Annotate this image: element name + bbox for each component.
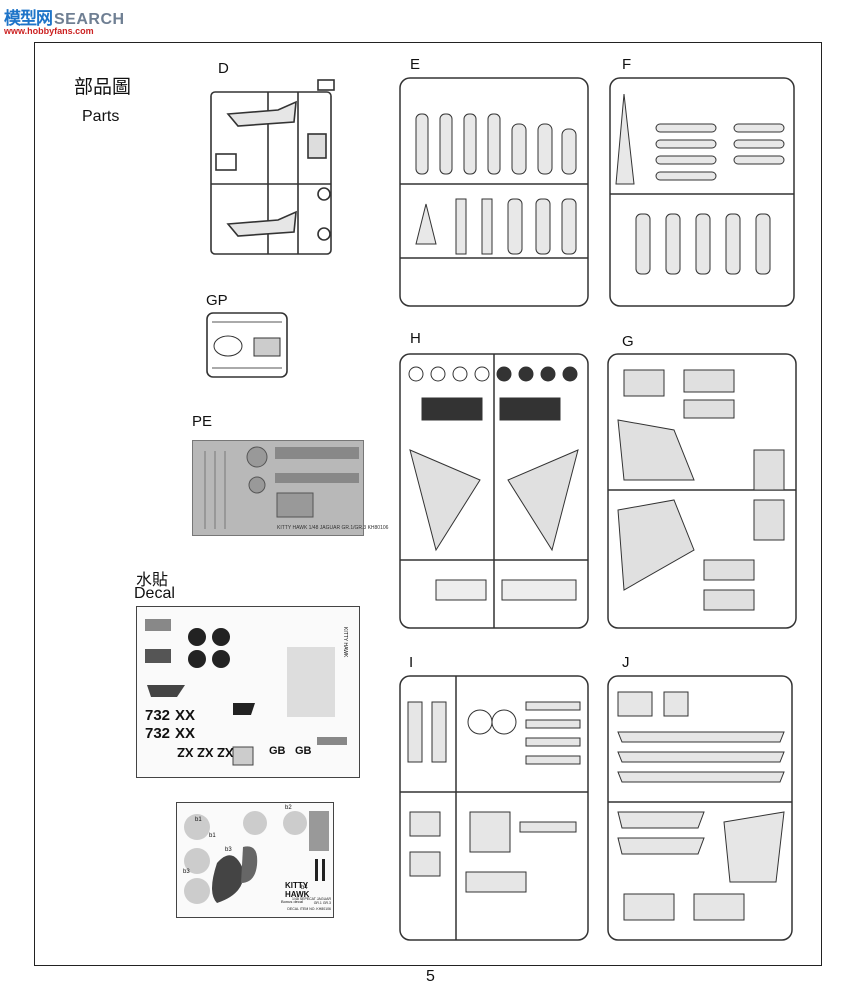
sprue-f xyxy=(609,77,795,307)
bonus-label: Bonus decal xyxy=(281,899,304,904)
bonus-product-line: 1/48 SEPECAT JAGUAR GR.1 GR.3 xyxy=(292,897,331,905)
sprue-d xyxy=(210,79,335,255)
decal-sheet: 732 XX 732 XX KITTY HAWK XZ XZ XZ GB GB xyxy=(136,606,360,778)
sprue-g xyxy=(607,353,797,629)
label-decal-en: Decal xyxy=(134,585,175,602)
decal-code-4: XX xyxy=(175,725,196,742)
label-i: I xyxy=(409,654,414,671)
bonus-code-b2: b2 xyxy=(285,805,292,811)
sprue-j xyxy=(607,675,793,941)
bonus-code-b3b: b3 xyxy=(183,869,190,875)
decal-graphics xyxy=(145,619,347,766)
decal-vertical-2: XZ xyxy=(197,745,214,760)
label-gp: GP xyxy=(206,292,228,309)
page-frame xyxy=(34,42,822,966)
bonus-code-b3a: b3 xyxy=(225,847,232,853)
watermark-en: SEARCH xyxy=(54,11,125,28)
label-g: G xyxy=(622,333,634,350)
label-decal-cn: 水貼 xyxy=(136,570,169,589)
watermark: 模型网 SEARCH www.hobbyfans.com xyxy=(4,4,125,36)
watermark-cn: 模型网 xyxy=(4,9,53,29)
label-d: D xyxy=(218,60,229,77)
decal-code-3: 732 xyxy=(145,725,171,742)
sprue-gp xyxy=(206,312,288,378)
sprue-i xyxy=(399,675,589,941)
bonus-decal-graphics xyxy=(184,811,329,904)
bonus-brand: KITTY HAWK xyxy=(285,881,310,899)
sprue-e xyxy=(399,77,589,307)
label-pe: PE xyxy=(192,413,213,430)
pe-detail xyxy=(204,446,359,529)
decal-code-2: XX xyxy=(175,707,196,724)
decal-vertical-1: XZ xyxy=(177,745,194,760)
title-en: Parts xyxy=(82,108,120,125)
label-e: E xyxy=(410,56,421,73)
bonus-code-b1a: b1 xyxy=(195,817,202,823)
bonus-decal-no: DECAL ITEM NO. KH80106 xyxy=(287,907,331,911)
watermark-url: www.hobbyfans.com xyxy=(4,26,94,36)
title-cn: 部品圖 xyxy=(74,76,132,98)
decal-gb-2: GB xyxy=(295,745,312,757)
bonus-code-b1b: b1 xyxy=(209,833,216,839)
sprue-h xyxy=(399,353,589,629)
bonus-decal-sheet: KITTY HAWK b1 b1 b2 b3 b3 b4 Bonus decal… xyxy=(176,802,334,918)
decal-gb-1: GB xyxy=(269,745,286,757)
page-number: 5 xyxy=(426,968,435,985)
pe-sheet: KITTY HAWK 1/48 JAGUAR GR.1/GR.3 KH80106 xyxy=(192,440,388,536)
label-f: F xyxy=(622,56,632,73)
label-h: H xyxy=(410,330,421,347)
decal-brand: KITTY HAWK xyxy=(342,627,348,658)
pe-text: KITTY HAWK 1/48 JAGUAR GR.1/GR.3 KH80106 xyxy=(277,525,389,531)
bonus-code-b4: b4 xyxy=(301,885,308,891)
label-j: J xyxy=(622,654,630,671)
decal-vertical-3: XZ xyxy=(217,745,234,760)
decal-code-1: 732 xyxy=(145,707,171,724)
